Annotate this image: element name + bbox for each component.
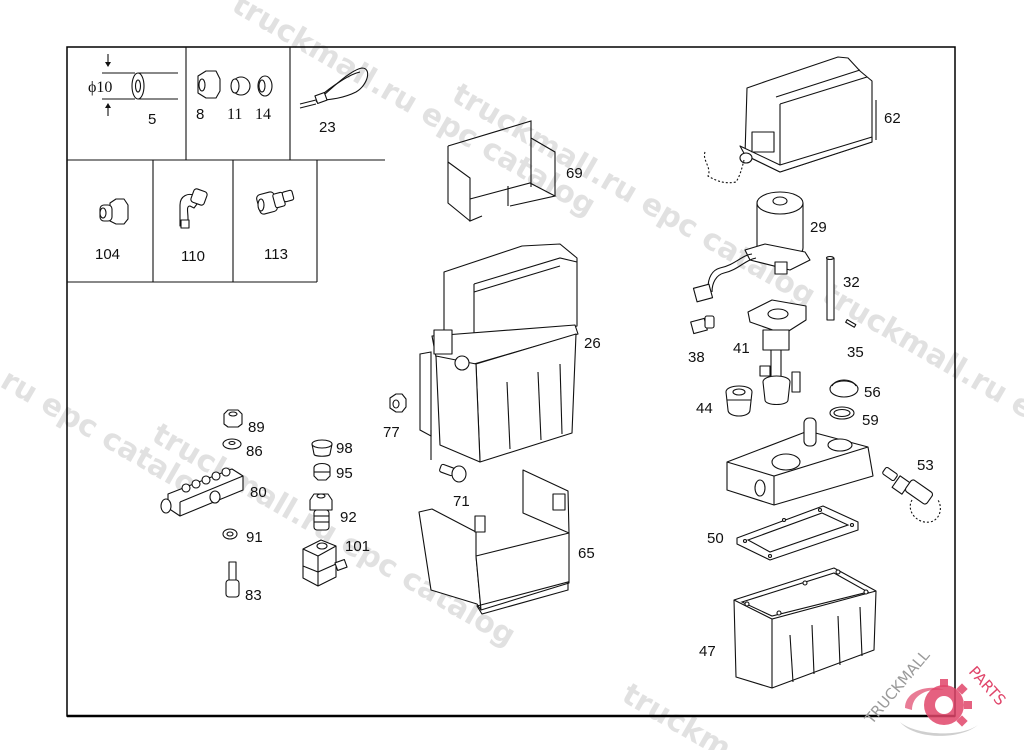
bolt-71	[439, 463, 467, 483]
oil-pan-47	[733, 567, 877, 689]
ring-icon	[257, 75, 273, 97]
callout-38: 38	[688, 349, 705, 366]
legend-box: ϕ10 5 8 11 14 23	[67, 47, 385, 283]
screw-83	[225, 561, 240, 598]
callout-110: 110	[181, 248, 205, 265]
bush-44	[725, 385, 753, 417]
cap-56	[829, 379, 859, 398]
callout-8: 8	[196, 106, 204, 123]
callout-95: 95	[336, 465, 353, 482]
plug-38	[690, 315, 715, 335]
callout-50: 50	[707, 530, 724, 547]
cap-98	[311, 439, 333, 457]
callout-89: 89	[248, 419, 265, 436]
callout-98: 98	[336, 440, 353, 457]
callout-80: 80	[250, 484, 267, 501]
callout-104: 104	[95, 246, 120, 263]
pump-housing	[726, 417, 874, 506]
callout-69: 69	[566, 165, 583, 182]
nut-77	[389, 393, 407, 413]
fitting-icon	[99, 198, 129, 225]
watermark: truckm	[616, 677, 737, 750]
screw-fitting-icon	[256, 189, 295, 215]
cover-62	[703, 56, 873, 184]
watermark: truckmall.ru epc catalog	[0, 277, 221, 514]
elbow-fitting-icon	[179, 188, 208, 229]
sensor-53	[882, 466, 941, 523]
tube-icon	[102, 54, 178, 116]
seal-59	[829, 406, 855, 420]
mount-strap	[419, 351, 432, 437]
callout-56: 56	[864, 384, 881, 401]
cable-tie-icon	[299, 67, 369, 109]
gear-icon	[900, 679, 978, 736]
dimension-label: ϕ10	[88, 79, 112, 96]
callout-91: 91	[246, 529, 263, 546]
callout-5: 5	[148, 111, 156, 128]
bracket-69	[447, 120, 557, 222]
callout-65: 65	[578, 545, 595, 562]
pin-35	[845, 319, 857, 328]
callout-86: 86	[246, 443, 263, 460]
callout-113: 113	[264, 246, 288, 263]
callout-32: 32	[843, 274, 860, 291]
reservoir-26	[431, 243, 579, 463]
motor-29	[692, 191, 811, 303]
callout-35: 35	[847, 344, 864, 361]
truckmall-parts-logo: TRUCKMALL PARTS	[861, 646, 1009, 736]
valve-41	[747, 299, 807, 406]
callout-101: 101	[345, 538, 370, 555]
callout-41: 41	[733, 340, 750, 357]
connector-101	[302, 539, 348, 587]
callout-83: 83	[245, 587, 262, 604]
sleeve-icon	[230, 76, 251, 96]
callout-14: 14	[255, 106, 271, 123]
callout-23: 23	[319, 119, 336, 136]
callout-29: 29	[810, 219, 827, 236]
callout-92: 92	[340, 509, 357, 526]
callout-59: 59	[862, 412, 879, 429]
bolt-92	[309, 493, 333, 531]
plug-95	[313, 462, 331, 481]
rod-32	[825, 255, 835, 321]
nut-icon	[197, 70, 221, 99]
distributor-block-80	[160, 467, 244, 517]
callout-71: 71	[453, 493, 470, 510]
callout-47: 47	[699, 643, 716, 660]
callout-53: 53	[917, 457, 934, 474]
callout-11: 11	[227, 106, 242, 123]
bracket-65	[418, 469, 570, 615]
callout-44: 44	[696, 400, 713, 417]
watermark: truckmall.ru epc catalog	[226, 0, 601, 224]
gasket-50	[736, 505, 859, 561]
callout-62: 62	[884, 110, 901, 127]
callout-26: 26	[584, 335, 601, 352]
callout-77: 77	[383, 424, 400, 441]
nut-89	[223, 409, 243, 428]
